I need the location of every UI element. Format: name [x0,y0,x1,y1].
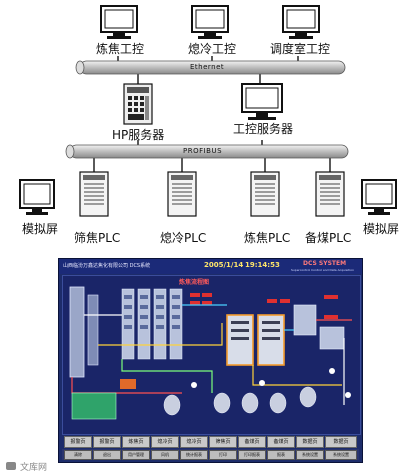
hmi-bottom-button[interactable]: 用户管理 [122,450,150,460]
hmi-bottom-button[interactable]: 系统设置 [296,450,324,460]
profibus-bus-label: PROFIBUS [183,147,223,155]
hmi-brand-subtitle: Supercontrol Control and Data Acquisitio… [291,268,355,272]
hmi-company-name: 山西临汾万鑫达焦化有限公司 DCS系统 [63,263,151,269]
workstation-monitor-1 [100,5,138,39]
hmi-bottom-button[interactable]: 清除 [64,450,92,460]
hmi-bottom-bar: 清除 退出 用户管理 风机 统计报表 打印 打印报表 报表 系统设置 系统设置 [62,449,359,460]
server-label-control: 工控服务器 [233,122,294,136]
plc-tower-icon-4 [315,171,345,217]
hmi-nav-button[interactable]: 熄冷页 [151,436,179,448]
hmi-bottom-button[interactable]: 退出 [93,450,121,460]
hmi-nav-button[interactable]: 报警页 [64,436,92,448]
workstation-label-coking: 炼焦工控 [96,42,145,56]
hmi-brand: DCS SYSTEM [303,260,347,267]
workstation-label-dispatch: 调度室工控 [270,42,331,56]
right-display-screen-icon [361,179,397,215]
workstation-monitor-3 [282,5,320,39]
hmi-nav-button[interactable]: 备煤页 [267,436,295,448]
hmi-bottom-button[interactable]: 统计报表 [180,450,208,460]
plc-tower-icon-2 [167,171,197,217]
hmi-screen: 山西临汾万鑫达焦化有限公司 DCS系统 2005/1/14 19:14:53 D… [58,258,363,463]
hmi-nav-button[interactable]: 备煤页 [238,436,266,448]
plc-label-screening: 筛焦PLC [74,231,121,245]
hp-server-icon [123,83,153,125]
hmi-nav-button[interactable]: 数据页 [296,436,324,448]
plc-label-coking: 炼焦PLC [244,231,291,245]
plc-tower-icon-1 [79,171,109,217]
hmi-time: 19:14:53 [245,261,280,269]
watermark-text: 文库网 [20,463,48,473]
ethernet-bus-label: Ethernet [190,63,225,71]
hmi-nav-button[interactable]: 炼焦页 [122,436,150,448]
side-screen-label-left: 模拟屏 [22,222,59,236]
network-diagram [19,5,397,217]
profibus-bus [65,144,349,159]
hmi-nav-button[interactable]: 报警页 [93,436,121,448]
hmi-header [59,259,362,274]
hmi-process-diagram [69,286,352,420]
workstation-monitor-2 [191,5,229,39]
plc-tower-icon-3 [250,171,280,217]
hmi-bottom-button[interactable]: 风机 [151,450,179,460]
hmi-bottom-button[interactable]: 系统设置 [325,450,357,460]
hmi-nav-button[interactable]: 筛焦页 [209,436,237,448]
server-label-hp: HP服务器 [112,128,165,142]
plc-label-cooling: 熄冷PLC [160,231,207,245]
hmi-nav-button[interactable]: 熄冷页 [180,436,208,448]
hmi-bottom-button[interactable]: 报表 [267,450,295,460]
hmi-bottom-button[interactable]: 打印 [209,450,237,460]
hmi-nav-buttons: 报警页 报警页 炼焦页 熄冷页 熄冷页 筛焦页 备煤页 备煤页 数据页 数据页 [62,436,359,448]
workstation-label-cooling: 熄冷工控 [188,42,237,56]
hmi-screen-title: 炼焦流程图 [179,279,210,286]
hmi-bottom-button[interactable]: 打印报表 [238,450,266,460]
watermark-logo-icon [6,462,16,470]
plc-label-coal: 备煤PLC [305,231,352,245]
left-display-screen-icon [19,179,55,215]
ethernet-bus [75,60,346,75]
control-server-monitor [241,83,283,120]
side-screen-label-right: 模拟屏 [363,222,400,236]
hmi-date: 2005/1/14 [204,261,244,269]
hmi-nav-button[interactable]: 数据页 [325,436,357,448]
